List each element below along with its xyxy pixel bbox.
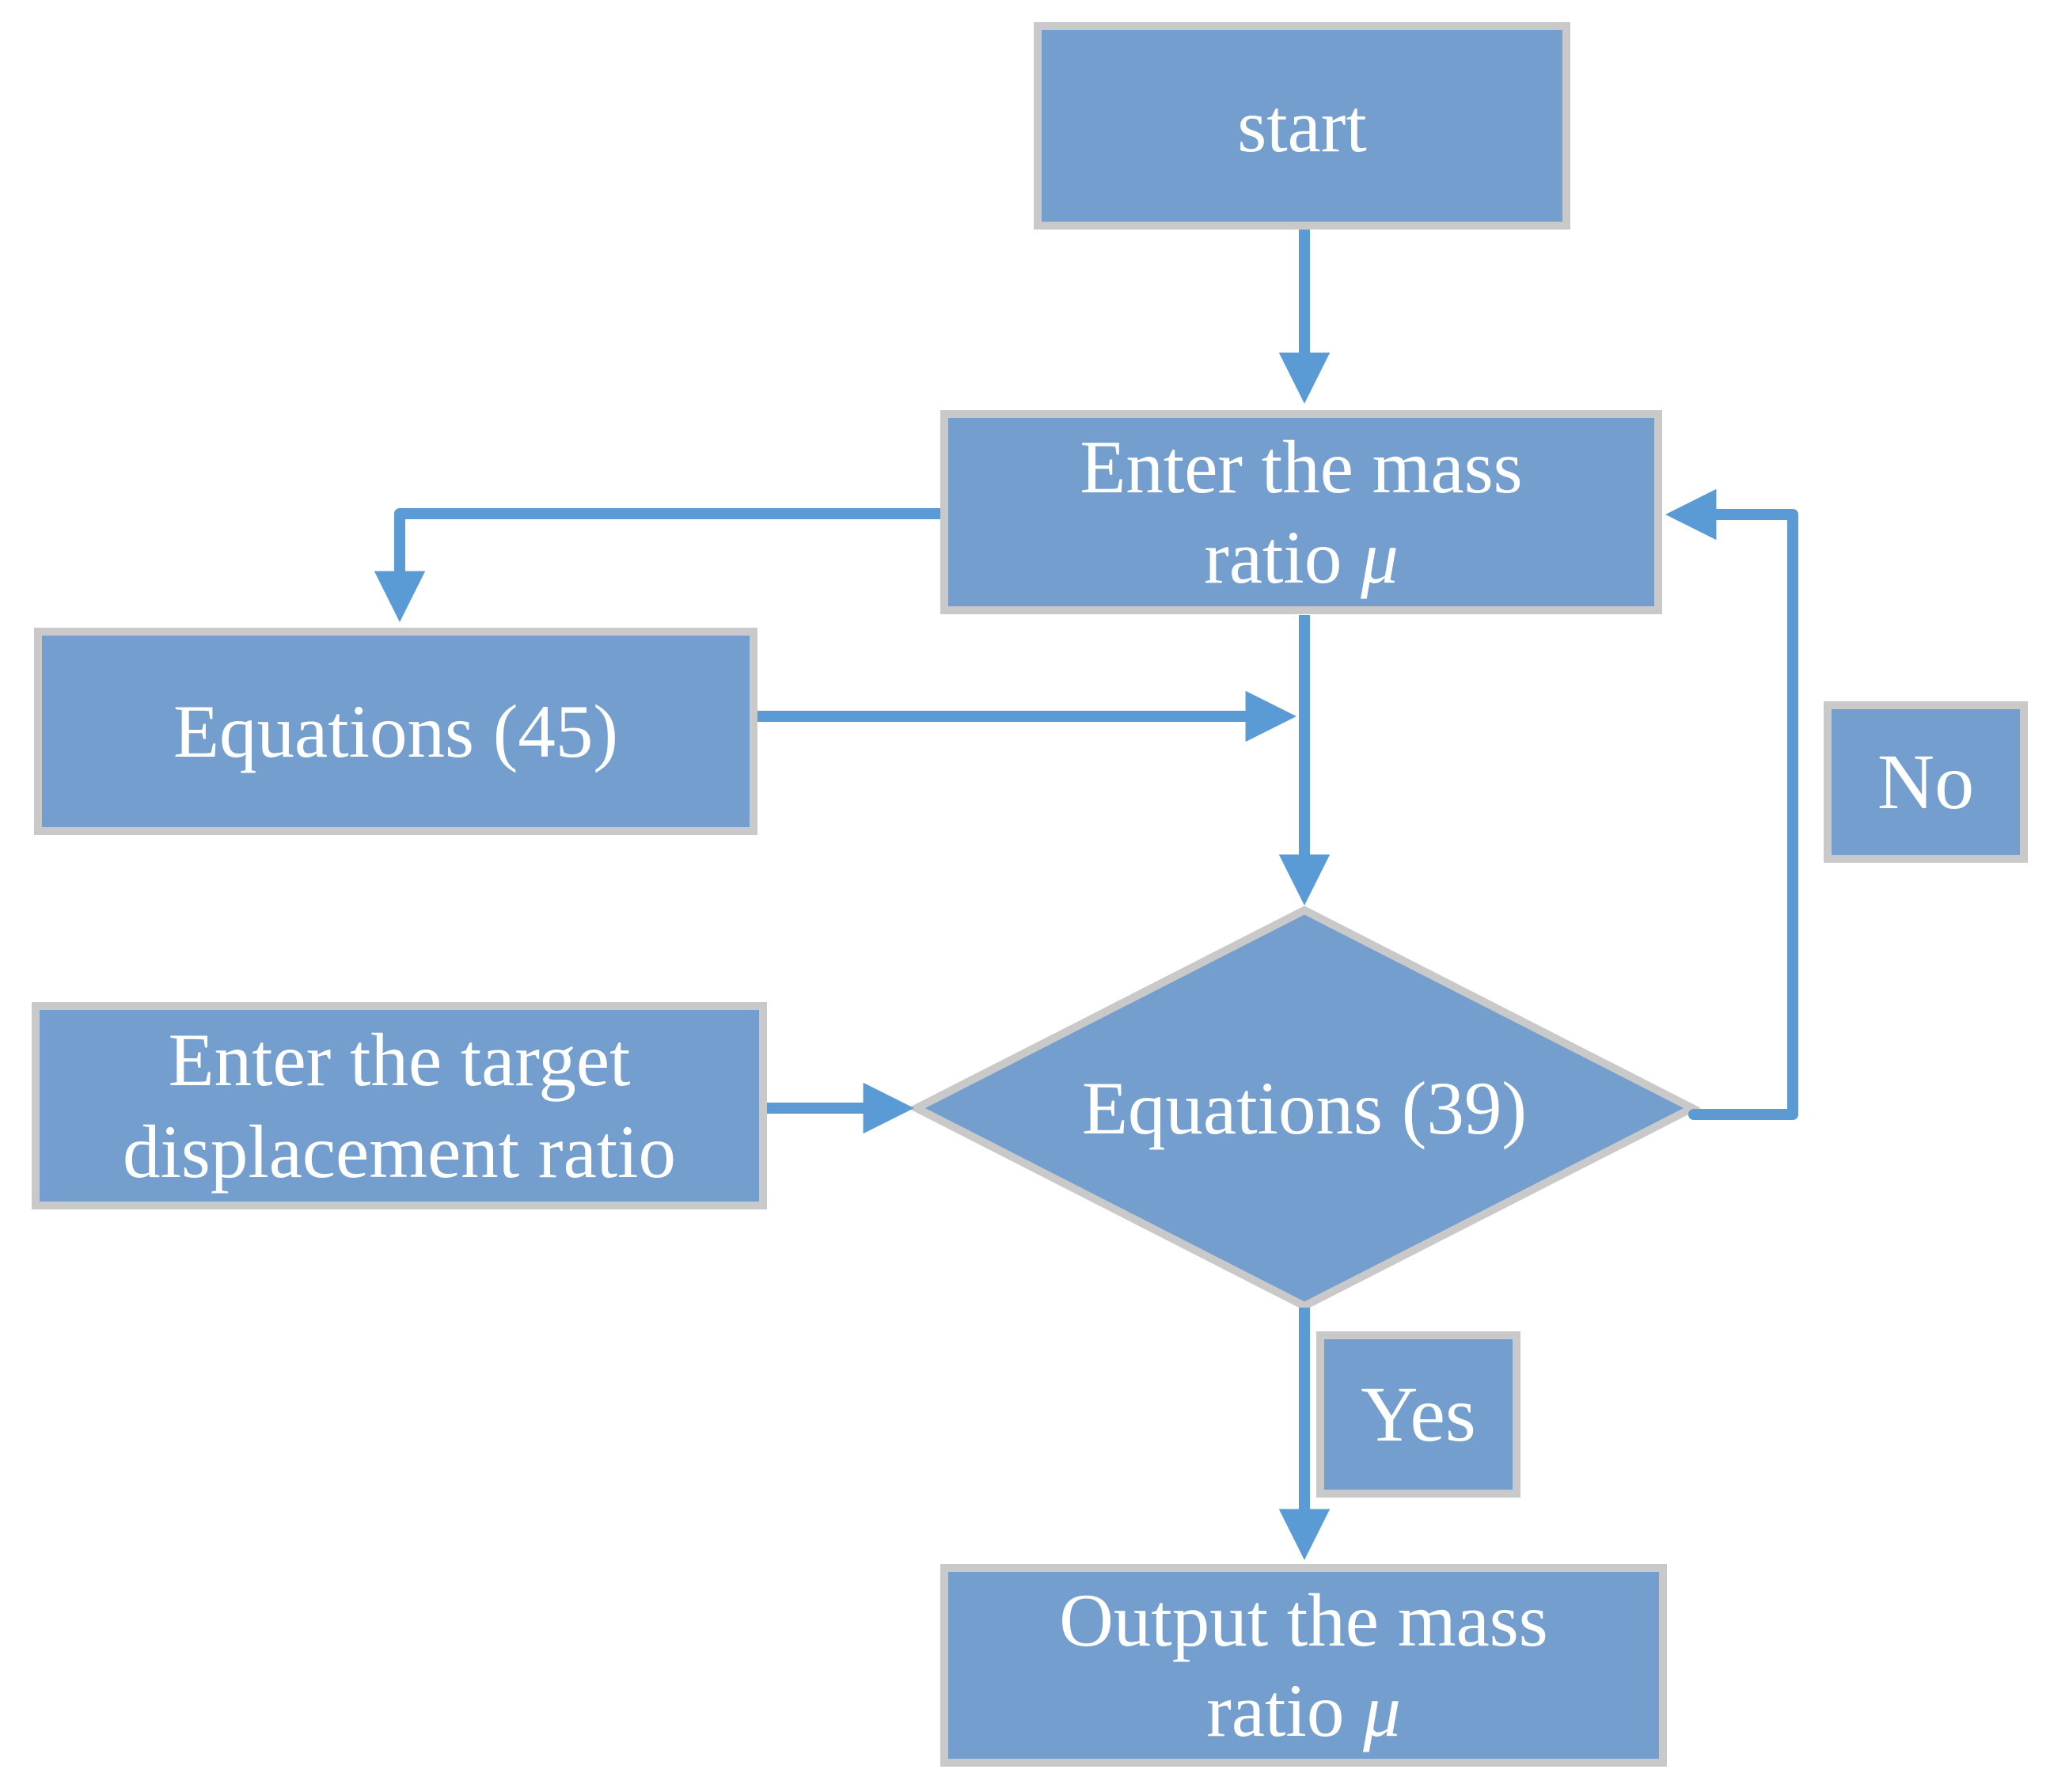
no-label: No	[1824, 701, 2028, 863]
start-node-label: start	[1237, 83, 1367, 168]
output-mass-ratio-node: Output the mass ratio μ	[940, 1564, 1667, 1767]
enter-target-displacement-node: Enter the target displacement ratio	[32, 1002, 767, 1209]
start-node: start	[1034, 22, 1570, 230]
enter-target-line1: Enter the target	[168, 1018, 631, 1102]
yes-label-text: Yes	[1361, 1370, 1476, 1458]
enter-target-line2: displacement ratio	[122, 1109, 677, 1194]
decision-diamond-shape	[907, 905, 1702, 1311]
enter-mass-ratio-node: Enter the mass ratio μ	[940, 410, 1662, 614]
mu-symbol: μ	[1363, 1668, 1401, 1752]
enter-mass-ratio-line1: Enter the mass	[1080, 424, 1523, 509]
arrow-enter-mass-to-equations45	[374, 508, 946, 622]
no-label-text: No	[1877, 738, 1975, 826]
arrow-no-loop-decision-to-enter-mass	[1665, 488, 1798, 1120]
enter-mass-ratio-line2: ratio μ	[1204, 514, 1399, 599]
equations-45-label: Equations (45)	[173, 689, 618, 773]
yes-label: Yes	[1316, 1331, 1520, 1498]
output-mass-ratio-line2: ratio μ	[1206, 1668, 1401, 1752]
equations-45-node: Equations (45)	[34, 628, 757, 835]
mu-symbol: μ	[1361, 514, 1399, 599]
output-mass-ratio-line1: Output the mass	[1059, 1578, 1548, 1662]
